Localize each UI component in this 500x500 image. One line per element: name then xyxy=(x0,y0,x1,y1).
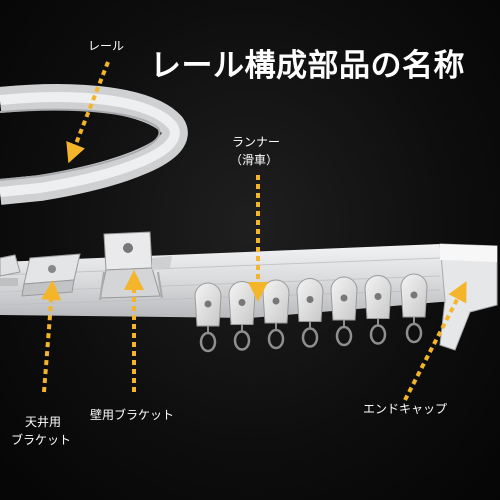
callout-arrows xyxy=(41,61,467,401)
runner-wheel xyxy=(194,282,222,353)
runner-wheel xyxy=(330,276,358,347)
label-ceiling-bracket-line2: ブラケット xyxy=(11,433,72,447)
runner-wheel xyxy=(228,281,256,351)
page-title: レール構成部品の名称 xyxy=(150,48,465,84)
rail-arrow xyxy=(66,61,110,164)
end-cap xyxy=(439,243,498,351)
wall-bracket xyxy=(99,231,172,301)
ceiling-bracket xyxy=(21,253,81,297)
end-cap-arrow xyxy=(403,281,467,401)
ceiling-bracket-left xyxy=(0,254,21,286)
runner-wheel xyxy=(262,279,290,350)
label-runner-line2: （滑車） xyxy=(230,153,279,167)
runner-wheel xyxy=(400,273,428,344)
runners xyxy=(194,273,428,353)
label-rail: レール xyxy=(88,39,125,53)
label-ceiling-bracket-line1: 天井用 xyxy=(25,415,62,429)
label-end-cap: エンドキャップ xyxy=(363,402,448,416)
ceiling-bracket-arrow xyxy=(41,280,62,393)
label-wall-bracket: 壁用ブラケット xyxy=(90,408,175,422)
curved-rail xyxy=(0,84,188,205)
runner-wheel xyxy=(364,275,392,345)
label-runner-line1: ランナー xyxy=(232,135,281,149)
runner-wheel xyxy=(296,278,324,348)
